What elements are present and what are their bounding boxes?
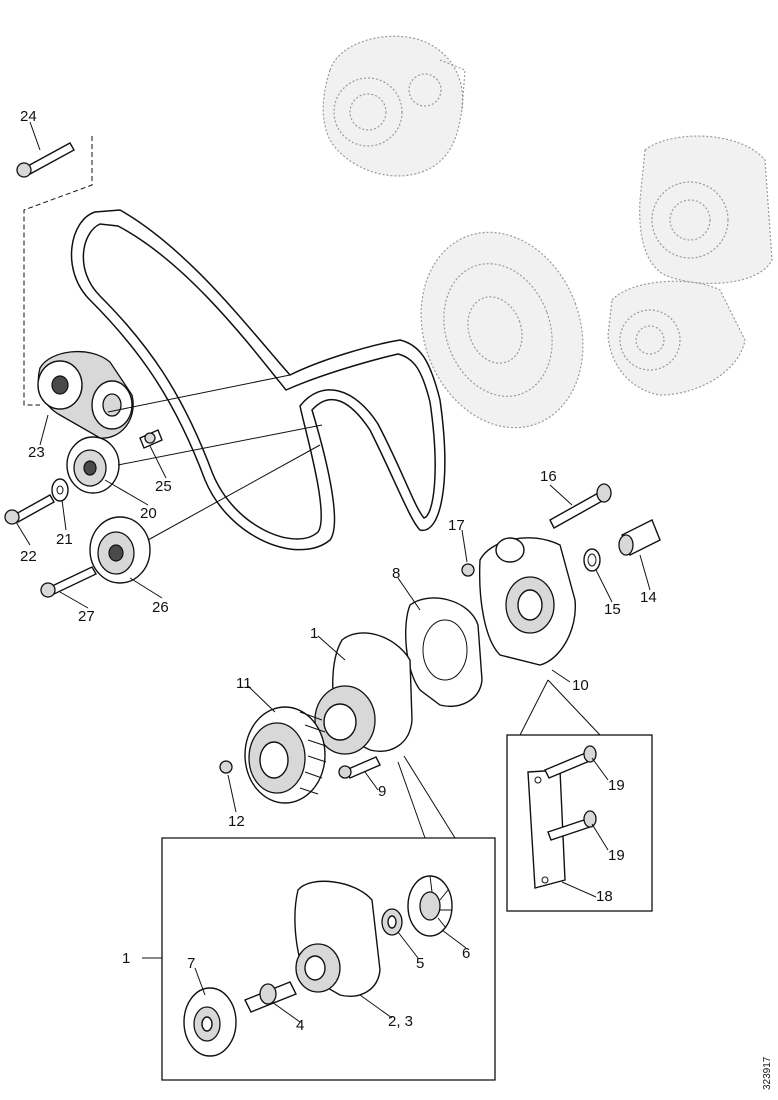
screw-9 (338, 756, 381, 779)
seal-5 (381, 908, 403, 936)
callout-18: 18 (596, 888, 613, 905)
callout-9: 9 (378, 783, 386, 800)
pulley-20 (66, 436, 120, 494)
water-pump-1 (314, 632, 413, 755)
callout-12: 12 (228, 813, 245, 830)
screw-12 (219, 760, 233, 774)
callout-2-3: 2, 3 (388, 1013, 413, 1030)
poly-v-belt (70, 209, 446, 551)
gasket-8 (405, 597, 483, 707)
callout-6: 6 (462, 945, 470, 962)
callout-24: 24 (20, 108, 37, 125)
screw-22 (4, 494, 55, 525)
belt-tensioner-23 (37, 350, 134, 439)
callout-leaders (15, 121, 651, 1023)
callout-22: 22 (20, 548, 37, 565)
callout-20: 20 (140, 505, 157, 522)
callout-1-main: 1 (310, 625, 318, 642)
callout-19-upper: 19 (608, 777, 625, 794)
hub-7 (183, 987, 237, 1057)
nut-17 (461, 563, 475, 577)
screw-27 (40, 566, 97, 598)
pump-body-2-3 (294, 880, 381, 997)
screw-19-upper (544, 745, 597, 779)
screw-19-lower (547, 810, 597, 841)
screw-16 (549, 483, 612, 529)
callout-8: 8 (392, 565, 400, 582)
ref-line-pulley-26 (147, 444, 321, 541)
callout-25: 25 (155, 478, 172, 495)
figure-code: 323917 (762, 1056, 773, 1090)
ref-line-pulley-20 (117, 424, 323, 466)
fitting-14 (618, 519, 661, 556)
bracket-detail-frame (506, 734, 653, 912)
seal-ring-15 (583, 548, 601, 572)
bracket-detail-leader (519, 679, 601, 736)
pulley-26 (89, 516, 151, 584)
callout-21: 21 (56, 531, 73, 548)
callout-16: 16 (540, 468, 557, 485)
callout-4: 4 (296, 1017, 304, 1034)
engine-gear-housing-ghost (322, 35, 466, 177)
callout-19-lower: 19 (608, 847, 625, 864)
pump-housing-10 (478, 537, 576, 666)
callout-11: 11 (236, 675, 252, 692)
screw-25 (139, 429, 163, 449)
callout-10: 10 (572, 677, 589, 694)
callout-15: 15 (604, 601, 621, 618)
alternator-ghost (639, 135, 773, 284)
mounting-reference-line (23, 136, 93, 406)
callout-14: 14 (640, 589, 657, 606)
callout-1-detail: 1 (122, 950, 130, 967)
washer-21 (51, 478, 69, 502)
shaft-4 (244, 981, 297, 1013)
crankshaft-damper-ghost (420, 231, 584, 429)
screw-24 (16, 142, 75, 178)
callout-5: 5 (416, 955, 424, 972)
pump-pulley-11 (244, 706, 327, 804)
pump-detail-leader (397, 755, 456, 839)
impeller-6 (407, 875, 453, 937)
callout-27: 27 (78, 608, 95, 625)
callout-7: 7 (187, 955, 195, 972)
callout-17: 17 (448, 517, 465, 534)
callout-26: 26 (152, 599, 169, 616)
ref-line-tensioner (107, 374, 291, 413)
callout-23: 23 (28, 444, 45, 461)
compressor-ghost (607, 280, 746, 396)
